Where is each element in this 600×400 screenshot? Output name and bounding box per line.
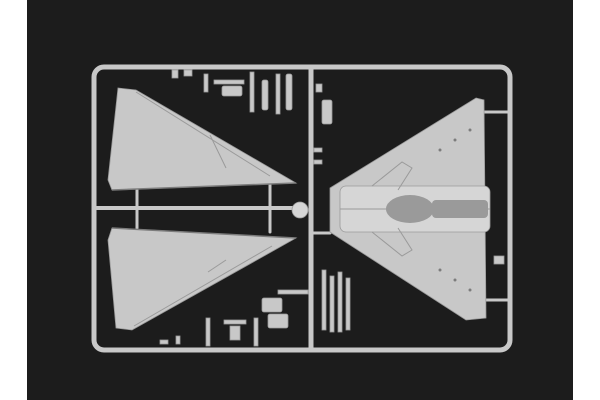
- small-parts-bottom: [159, 289, 309, 347]
- small-parts-middle: [291, 147, 505, 333]
- wing-part-lower: [107, 227, 298, 331]
- dark-backdrop: [27, 0, 573, 400]
- sprue-outer-runner: [91, 64, 513, 353]
- wing-part-upper: [107, 87, 298, 191]
- sprue-frame: [91, 64, 513, 353]
- delta-wing-fuselage-part: [329, 97, 491, 321]
- small-parts-top: [171, 69, 333, 125]
